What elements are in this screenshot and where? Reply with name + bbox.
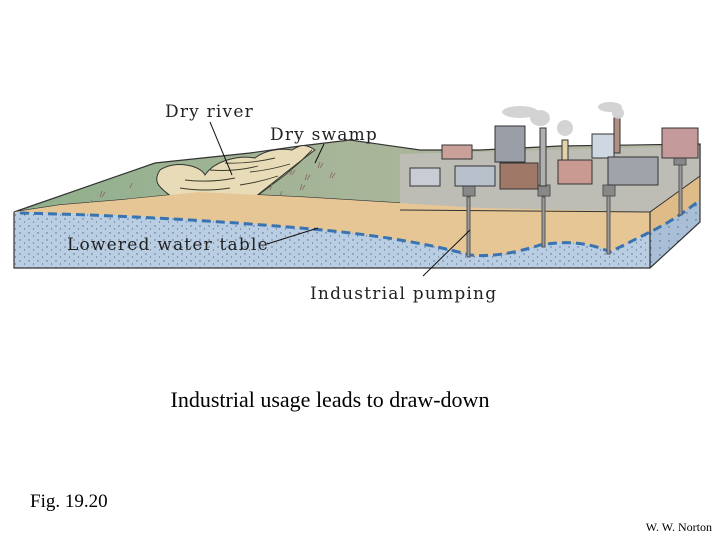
label-industrial-pumping: Industrial pumping: [310, 284, 497, 304]
building: [409, 167, 441, 187]
building: [661, 127, 699, 159]
figure-number: Fig. 19.20: [30, 491, 108, 512]
pump-house: [602, 184, 616, 197]
pump-house: [537, 184, 551, 197]
water-table-line: [19, 198, 701, 258]
building: [557, 159, 593, 185]
building: [499, 162, 539, 190]
building: [454, 165, 496, 187]
smoke: [502, 102, 624, 136]
leader-lines: [209, 121, 471, 277]
building: [613, 117, 621, 154]
well-pipe: [678, 164, 683, 216]
label-dry-river: Dry river: [165, 102, 254, 122]
aquifer-front: [14, 212, 650, 268]
building: [591, 133, 615, 159]
pump-house: [462, 184, 476, 197]
building: [607, 156, 659, 186]
building: [441, 144, 473, 160]
well-pipe: [466, 196, 471, 258]
label-dry-swamp: Dry swamp: [270, 125, 378, 145]
well-pipe: [606, 195, 611, 255]
publisher-credit: W. W. Norton: [645, 520, 712, 534]
slide-caption: Industrial usage leads to draw-down: [170, 387, 490, 412]
label-lowered-water-table: Lowered water table: [67, 235, 269, 255]
building: [494, 125, 526, 163]
groundwater-drawdown-diagram: Dry river Dry swamp Lowered water table …: [13, 102, 701, 304]
buildings: [409, 117, 699, 190]
aquifer-side: [650, 200, 700, 268]
well-pipe: [541, 196, 546, 248]
swamp-grass: [89, 161, 336, 206]
building: [539, 127, 547, 187]
wells: [462, 153, 687, 258]
block-outline: [13, 144, 701, 269]
